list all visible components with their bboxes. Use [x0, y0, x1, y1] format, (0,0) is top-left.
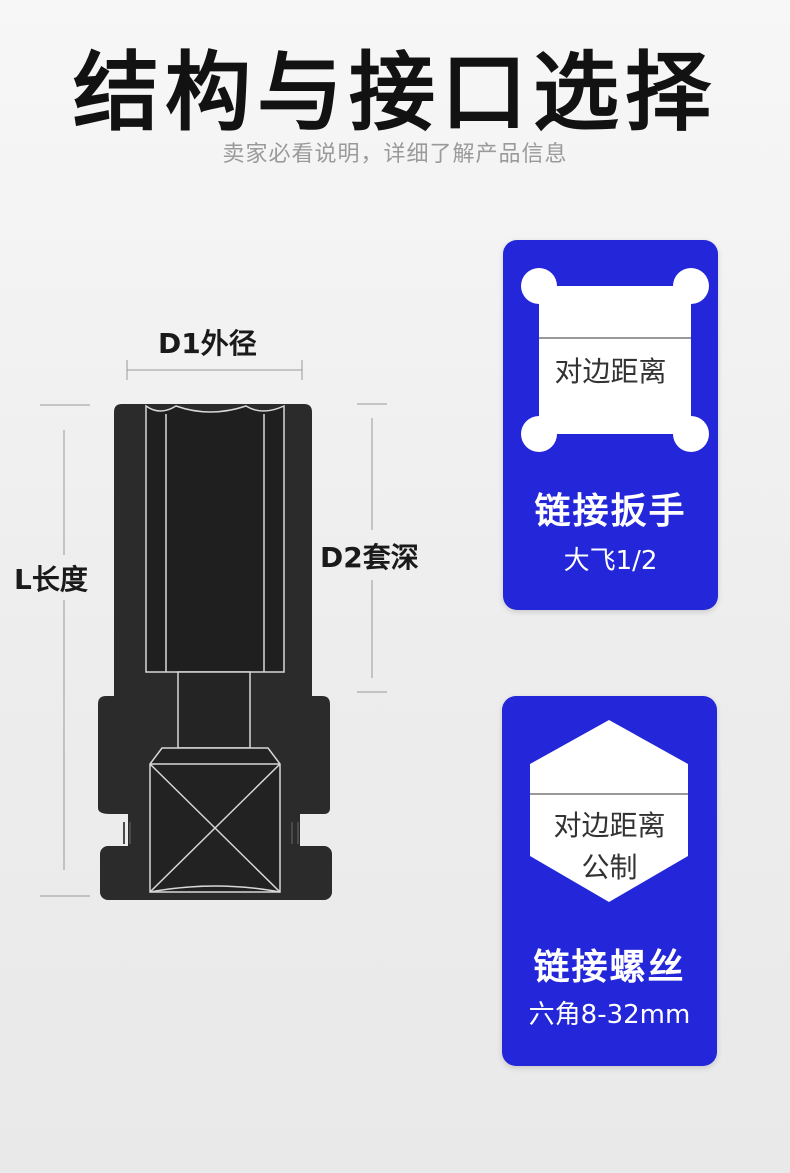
- hexagon-metric-text: 公制: [581, 851, 638, 884]
- l-length-label: L长度: [14, 563, 88, 596]
- dimension-lines: [40, 360, 387, 897]
- square-head-icon: [521, 268, 709, 452]
- wrench-connection-card: 对边距离 链接扳手 大飞1/2: [503, 240, 718, 610]
- drive-base-arc: [149, 885, 281, 893]
- d1-outer-diameter-label: D1外径: [158, 327, 257, 360]
- socket-neck: [177, 671, 251, 749]
- wrench-card-subtitle: 大飞1/2: [563, 546, 658, 576]
- page-title: 结构与接口选择: [73, 43, 717, 143]
- screw-connection-card: 对边距离 公制 链接螺丝 六角8-32mm: [502, 696, 717, 1066]
- hex-bore: [145, 404, 285, 673]
- square-drive: [149, 747, 281, 893]
- hexagon-head-icon: [530, 720, 688, 902]
- screw-card-title: 链接螺丝: [533, 947, 686, 988]
- square-shape-text: 对边距离: [554, 355, 667, 388]
- hexagon-shape-text: 对边距离: [553, 809, 666, 842]
- page-subtitle: 卖家必看说明，详细了解产品信息: [222, 142, 568, 167]
- d2-socket-depth-label: D2套深: [320, 541, 419, 574]
- wrench-card-title: 链接扳手: [534, 491, 687, 532]
- screw-card-subtitle: 六角8-32mm: [528, 1000, 691, 1030]
